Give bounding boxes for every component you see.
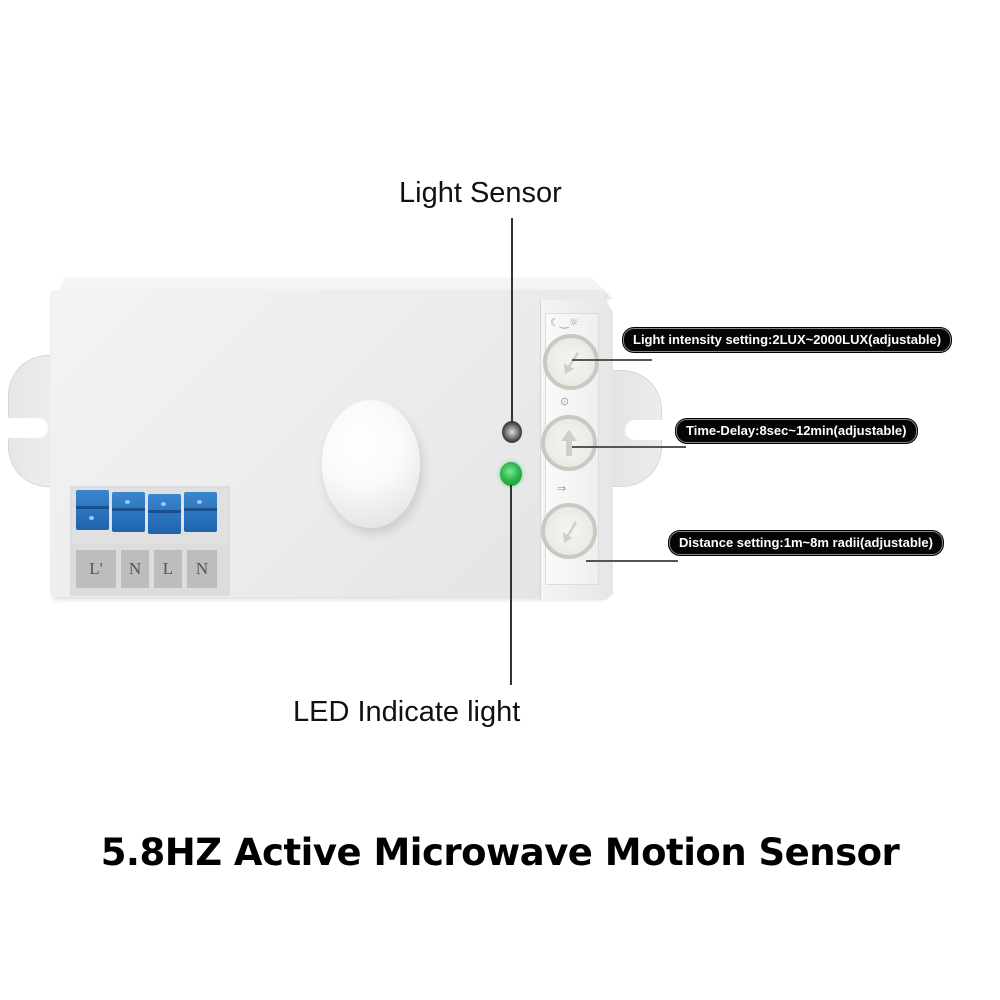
product-caption: 5.8HZ Active Microwave Motion Sensor xyxy=(100,831,900,874)
arrow-down-left-icon xyxy=(563,521,577,543)
time-delay-knob[interactable] xyxy=(541,415,597,471)
light-sensor-photocell xyxy=(502,421,522,443)
terminal-label-l: L xyxy=(154,550,182,588)
light-intensity-knob[interactable] xyxy=(543,334,599,390)
distance-setting-label: Distance setting:1m~8m radii(adjustable) xyxy=(669,531,943,555)
distance-knob[interactable] xyxy=(541,503,597,559)
time-delay-leader-line xyxy=(572,446,686,448)
time-delay-label: Time-Delay:8sec~12min(adjustable) xyxy=(676,419,917,443)
led-indicator-light xyxy=(500,462,522,486)
light-sensor-callout-label: Light Sensor xyxy=(399,177,562,209)
terminal-lever-1[interactable] xyxy=(76,490,109,530)
terminal-lever-3[interactable] xyxy=(148,494,181,534)
terminal-label-n1: N xyxy=(121,550,149,588)
terminal-lever-4[interactable] xyxy=(184,492,217,532)
sensor-dome-lens xyxy=(322,400,420,528)
light-intensity-leader-line xyxy=(572,359,652,361)
arrow-up-icon xyxy=(561,430,577,456)
arrow-down-left-icon xyxy=(564,352,579,374)
led-leader-line xyxy=(510,485,512,685)
light-sensor-leader-line xyxy=(511,218,513,423)
terminal-lever-2[interactable] xyxy=(112,492,145,532)
clock-icon: ⊙ xyxy=(560,395,570,408)
terminal-label-n2: N xyxy=(187,550,217,588)
range-arrow-icon: ⇒ xyxy=(557,482,567,495)
left-mounting-slot xyxy=(8,418,48,438)
distance-leader-line xyxy=(586,560,678,562)
terminal-label-l-prime: L' xyxy=(76,550,116,588)
led-callout-label: LED Indicate light xyxy=(293,696,521,728)
right-mounting-slot xyxy=(625,420,665,440)
light-intensity-label: Light intensity setting:2LUX~2000LUX(adj… xyxy=(623,328,952,352)
moon-sun-icon: ☾‿☼ xyxy=(550,316,579,329)
